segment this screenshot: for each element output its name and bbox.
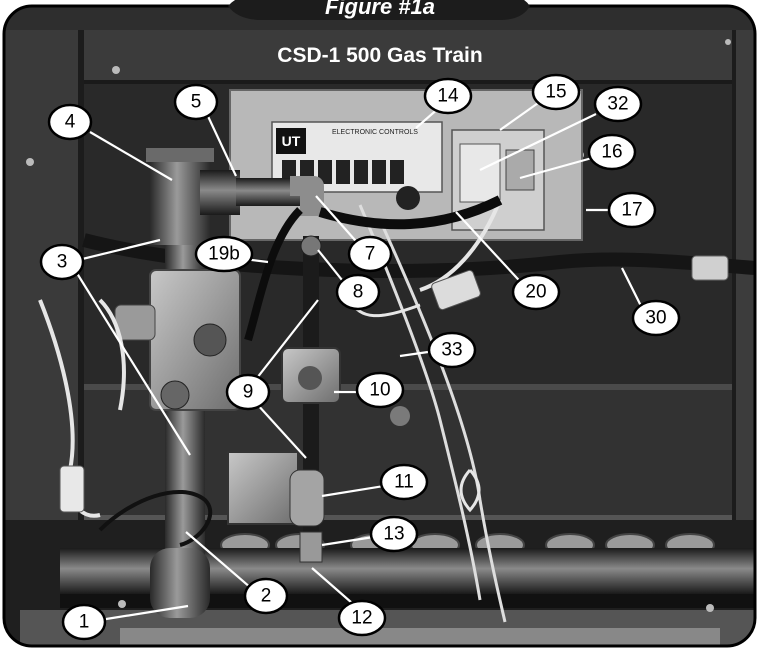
- callout-19b: 19b: [194, 235, 254, 273]
- callout-33: 33: [427, 331, 477, 369]
- callout-14: 14: [423, 77, 473, 115]
- callout-20: 20: [511, 273, 561, 311]
- callout-3: 3: [39, 243, 85, 281]
- figure-title: CSD-1 500 Gas Train: [277, 44, 482, 67]
- callout-10: 10: [355, 371, 405, 409]
- svg-text:13: 13: [383, 524, 404, 545]
- svg-text:16: 16: [601, 142, 622, 163]
- svg-text:3: 3: [57, 252, 68, 273]
- svg-text:32: 32: [607, 94, 628, 115]
- callout-32: 32: [593, 85, 643, 123]
- callout-11: 11: [379, 463, 429, 501]
- figure-tab-label: Figure #1a: [325, 0, 435, 19]
- callouts: 1 2 3 4 5 7 8 9 10 11 12 13 14 15 16 17 …: [39, 73, 681, 641]
- svg-text:30: 30: [645, 308, 666, 329]
- control-brand: UT: [282, 133, 301, 149]
- svg-text:1: 1: [79, 612, 90, 633]
- callout-15: 15: [531, 73, 581, 111]
- svg-text:2: 2: [261, 586, 272, 607]
- svg-text:10: 10: [369, 380, 390, 401]
- svg-text:12: 12: [351, 608, 372, 629]
- callout-7: 7: [347, 235, 393, 273]
- callout-17: 17: [607, 191, 657, 229]
- svg-text:15: 15: [545, 82, 566, 103]
- callout-12: 12: [337, 599, 387, 637]
- callout-4: 4: [47, 103, 93, 141]
- svg-text:19b: 19b: [208, 244, 240, 265]
- callout-1: 1: [61, 603, 107, 641]
- svg-text:17: 17: [621, 200, 642, 221]
- callout-5: 5: [173, 83, 219, 121]
- callout-2: 2: [243, 577, 289, 615]
- callout-30: 30: [631, 299, 681, 337]
- svg-text:20: 20: [525, 282, 546, 303]
- callout-8: 8: [335, 273, 381, 311]
- svg-text:33: 33: [441, 340, 462, 361]
- svg-text:7: 7: [365, 244, 376, 265]
- control-label: ELECTRONIC CONTROLS: [332, 129, 418, 136]
- svg-text:11: 11: [394, 472, 414, 493]
- callout-16: 16: [587, 133, 637, 171]
- svg-text:4: 4: [65, 112, 76, 133]
- svg-text:8: 8: [353, 282, 364, 303]
- svg-text:5: 5: [191, 92, 202, 113]
- svg-text:14: 14: [437, 86, 459, 107]
- callout-13: 13: [369, 515, 419, 553]
- callout-9: 9: [225, 373, 271, 411]
- figure-tab: [228, 0, 530, 20]
- svg-text:9: 9: [243, 382, 254, 403]
